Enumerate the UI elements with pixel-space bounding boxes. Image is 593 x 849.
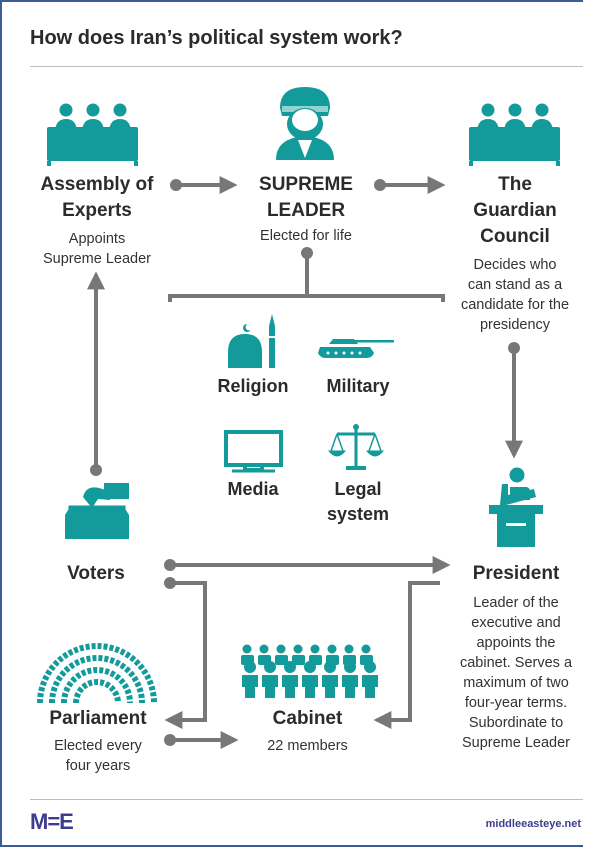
arrow-voters-to-parliament bbox=[164, 581, 207, 729]
president-desc-line8: Supreme Leader bbox=[461, 735, 570, 751]
president-desc-line6: four-year terms. bbox=[464, 695, 568, 711]
president-label: President Leader of the executive and ap… bbox=[444, 561, 588, 753]
guardian-desc-line2: can stand as a bbox=[467, 277, 563, 293]
guardian-heading-line1: The bbox=[498, 174, 532, 195]
site-url: middleeasteye.net bbox=[485, 818, 581, 830]
connector-dot bbox=[164, 577, 176, 589]
parliament-desc-line2: four years bbox=[65, 758, 131, 774]
cabinet-label: Cabinet 22 members bbox=[240, 706, 375, 756]
assembly-heading-line2: Experts bbox=[62, 200, 132, 221]
assembly-of-experts-label: Assembly of Experts Appoints Supreme Lea… bbox=[18, 172, 176, 269]
connector-dot bbox=[164, 734, 176, 746]
connector-dot bbox=[374, 179, 386, 191]
president-desc-line2: executive and bbox=[471, 615, 561, 631]
mee-logo: M=E bbox=[30, 809, 74, 834]
assembly-heading-line1: Assembly of bbox=[40, 174, 154, 195]
mosque-icon bbox=[228, 314, 276, 368]
title-divider bbox=[30, 66, 583, 67]
arrow-president-to-cabinet bbox=[373, 581, 440, 729]
assembly-icon bbox=[47, 103, 138, 166]
supreme-leader-heading-line1: SUPREME bbox=[259, 174, 353, 195]
guardian-heading-line2: Guardian bbox=[473, 200, 557, 221]
cleric-icon bbox=[276, 87, 334, 160]
footer-divider bbox=[30, 799, 583, 800]
connector-dot bbox=[90, 464, 102, 476]
president-desc-line1: Leader of the bbox=[473, 595, 559, 611]
council-icon bbox=[469, 103, 560, 166]
page-title: How does Iran’s political system work? bbox=[30, 27, 403, 49]
supreme-leader-desc: Elected for life bbox=[260, 228, 352, 244]
connector-dot bbox=[301, 247, 313, 259]
connector-dot bbox=[508, 342, 520, 354]
connector-dot bbox=[170, 179, 182, 191]
tv-icon bbox=[224, 430, 283, 473]
domain-legal-label: Legal system bbox=[305, 477, 411, 527]
assembly-desc-line2: Supreme Leader bbox=[42, 251, 151, 267]
parliament-heading: Parliament bbox=[49, 708, 147, 729]
guardian-heading-line3: Council bbox=[480, 226, 550, 247]
ballot-box-icon bbox=[65, 483, 129, 539]
guardian-council-label: The Guardian Council Decides who can sta… bbox=[444, 172, 586, 335]
domain-religion-label: Religion bbox=[217, 376, 289, 396]
guardian-desc-line3: candidate for the bbox=[460, 297, 570, 313]
president-desc-line4: cabinet. Serves a bbox=[459, 655, 573, 671]
parliament-desc-line1: Elected every bbox=[54, 738, 142, 754]
scales-icon bbox=[327, 424, 385, 470]
assembly-desc-line1: Appoints bbox=[68, 231, 126, 247]
guardian-desc-line1: Decides who bbox=[473, 257, 557, 273]
voters-label: Voters bbox=[67, 563, 125, 584]
supreme-leader-heading-line2: LEADER bbox=[266, 200, 346, 221]
parliament-label: Parliament Elected every four years bbox=[30, 706, 166, 776]
domain-media-label: Media bbox=[227, 479, 279, 499]
supreme-leader-label: SUPREME LEADER Elected for life bbox=[235, 172, 377, 246]
domain-legal-line1: Legal bbox=[334, 479, 382, 499]
domain-legal-line2: system bbox=[326, 504, 390, 524]
tank-icon bbox=[318, 339, 394, 358]
leader-bracket-line bbox=[168, 255, 445, 302]
president-heading: President bbox=[472, 563, 560, 584]
connector-dot bbox=[164, 559, 176, 571]
guardian-desc-line4: presidency bbox=[479, 317, 551, 333]
parliament-hemicycle-icon bbox=[37, 643, 157, 704]
podium-icon bbox=[489, 467, 543, 547]
cabinet-heading: Cabinet bbox=[272, 708, 343, 729]
president-desc-line7: Subordinate to bbox=[468, 715, 564, 731]
president-desc-line5: maximum of two bbox=[463, 675, 569, 691]
president-desc-line3: appoints the bbox=[476, 635, 556, 651]
domain-military-label: Military bbox=[326, 376, 390, 396]
cabinet-desc: 22 members bbox=[267, 738, 348, 754]
cabinet-people-icon bbox=[241, 644, 378, 698]
